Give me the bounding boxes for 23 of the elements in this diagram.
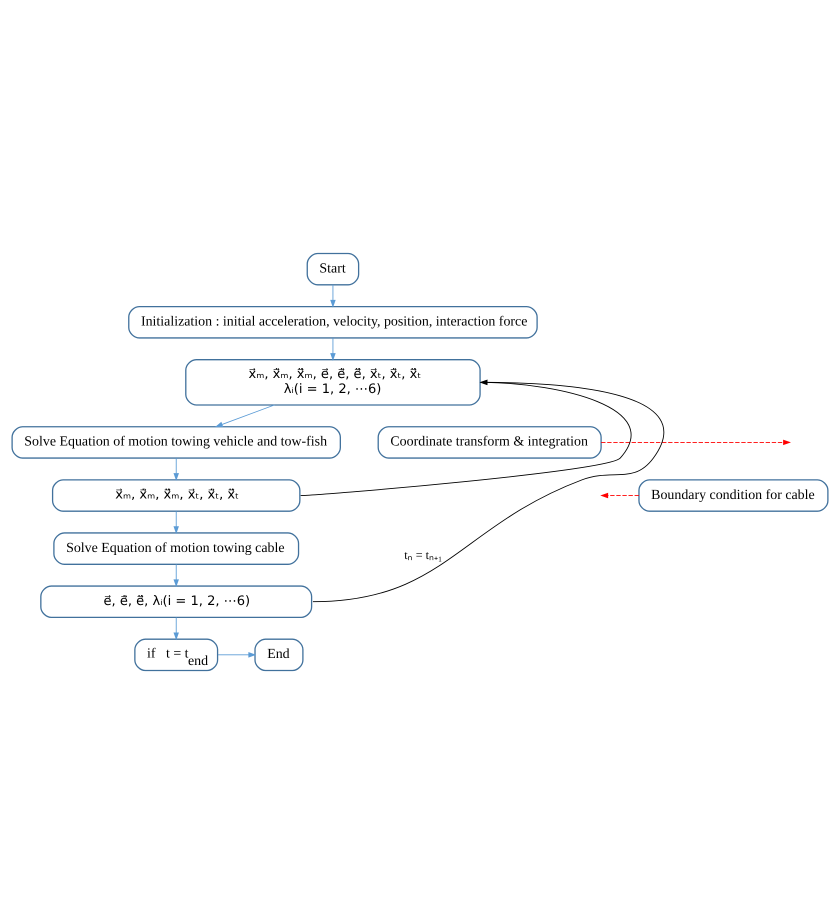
node-box: Boundary condition for cable [638, 478, 829, 512]
node-box: x⃗ₘ, x⃗̇ₘ, x⃗̈ₘ, x⃗ₜ, x⃗̇ₜ, x⃗̈ₜ [52, 478, 300, 512]
arrow [330, 337, 336, 360]
node-box: x⃗ₘ, x⃗̇ₘ, x⃗̈ₘ, e⃗, e⃗̇, e⃗̈, x⃗ₜ, x⃗̇ₜ, x⃗̈ₜ λᵢ(i = 1, 2, ⋯6) [185, 358, 481, 406]
arrow [330, 284, 336, 308]
arrow [173, 457, 179, 480]
arrow [218, 652, 256, 658]
node-box: Solve Equation of motion towing vehicle and tow-fish [11, 426, 341, 458]
node-box: Initialization : initial acceleration, velocity, position, interaction force [128, 305, 538, 338]
arrow [173, 616, 179, 640]
node-box: End [254, 638, 304, 671]
arrow [600, 439, 791, 445]
arrow [214, 404, 275, 427]
arrow [173, 510, 179, 534]
arrow [312, 379, 664, 602]
arrow [600, 492, 640, 498]
arrow [300, 379, 632, 496]
arrow [173, 563, 179, 587]
node-box: Start [306, 252, 360, 285]
edge-label: tₙ = tₙ₊₁ [404, 548, 442, 562]
node-box: e⃗, e⃗̇, e⃗̈, λᵢ(i = 1, 2, ⋯6) [40, 584, 312, 618]
node-box: Solve Equation of motion towing cable [53, 532, 300, 564]
node-box: Coordinate transform & integration [378, 426, 602, 458]
